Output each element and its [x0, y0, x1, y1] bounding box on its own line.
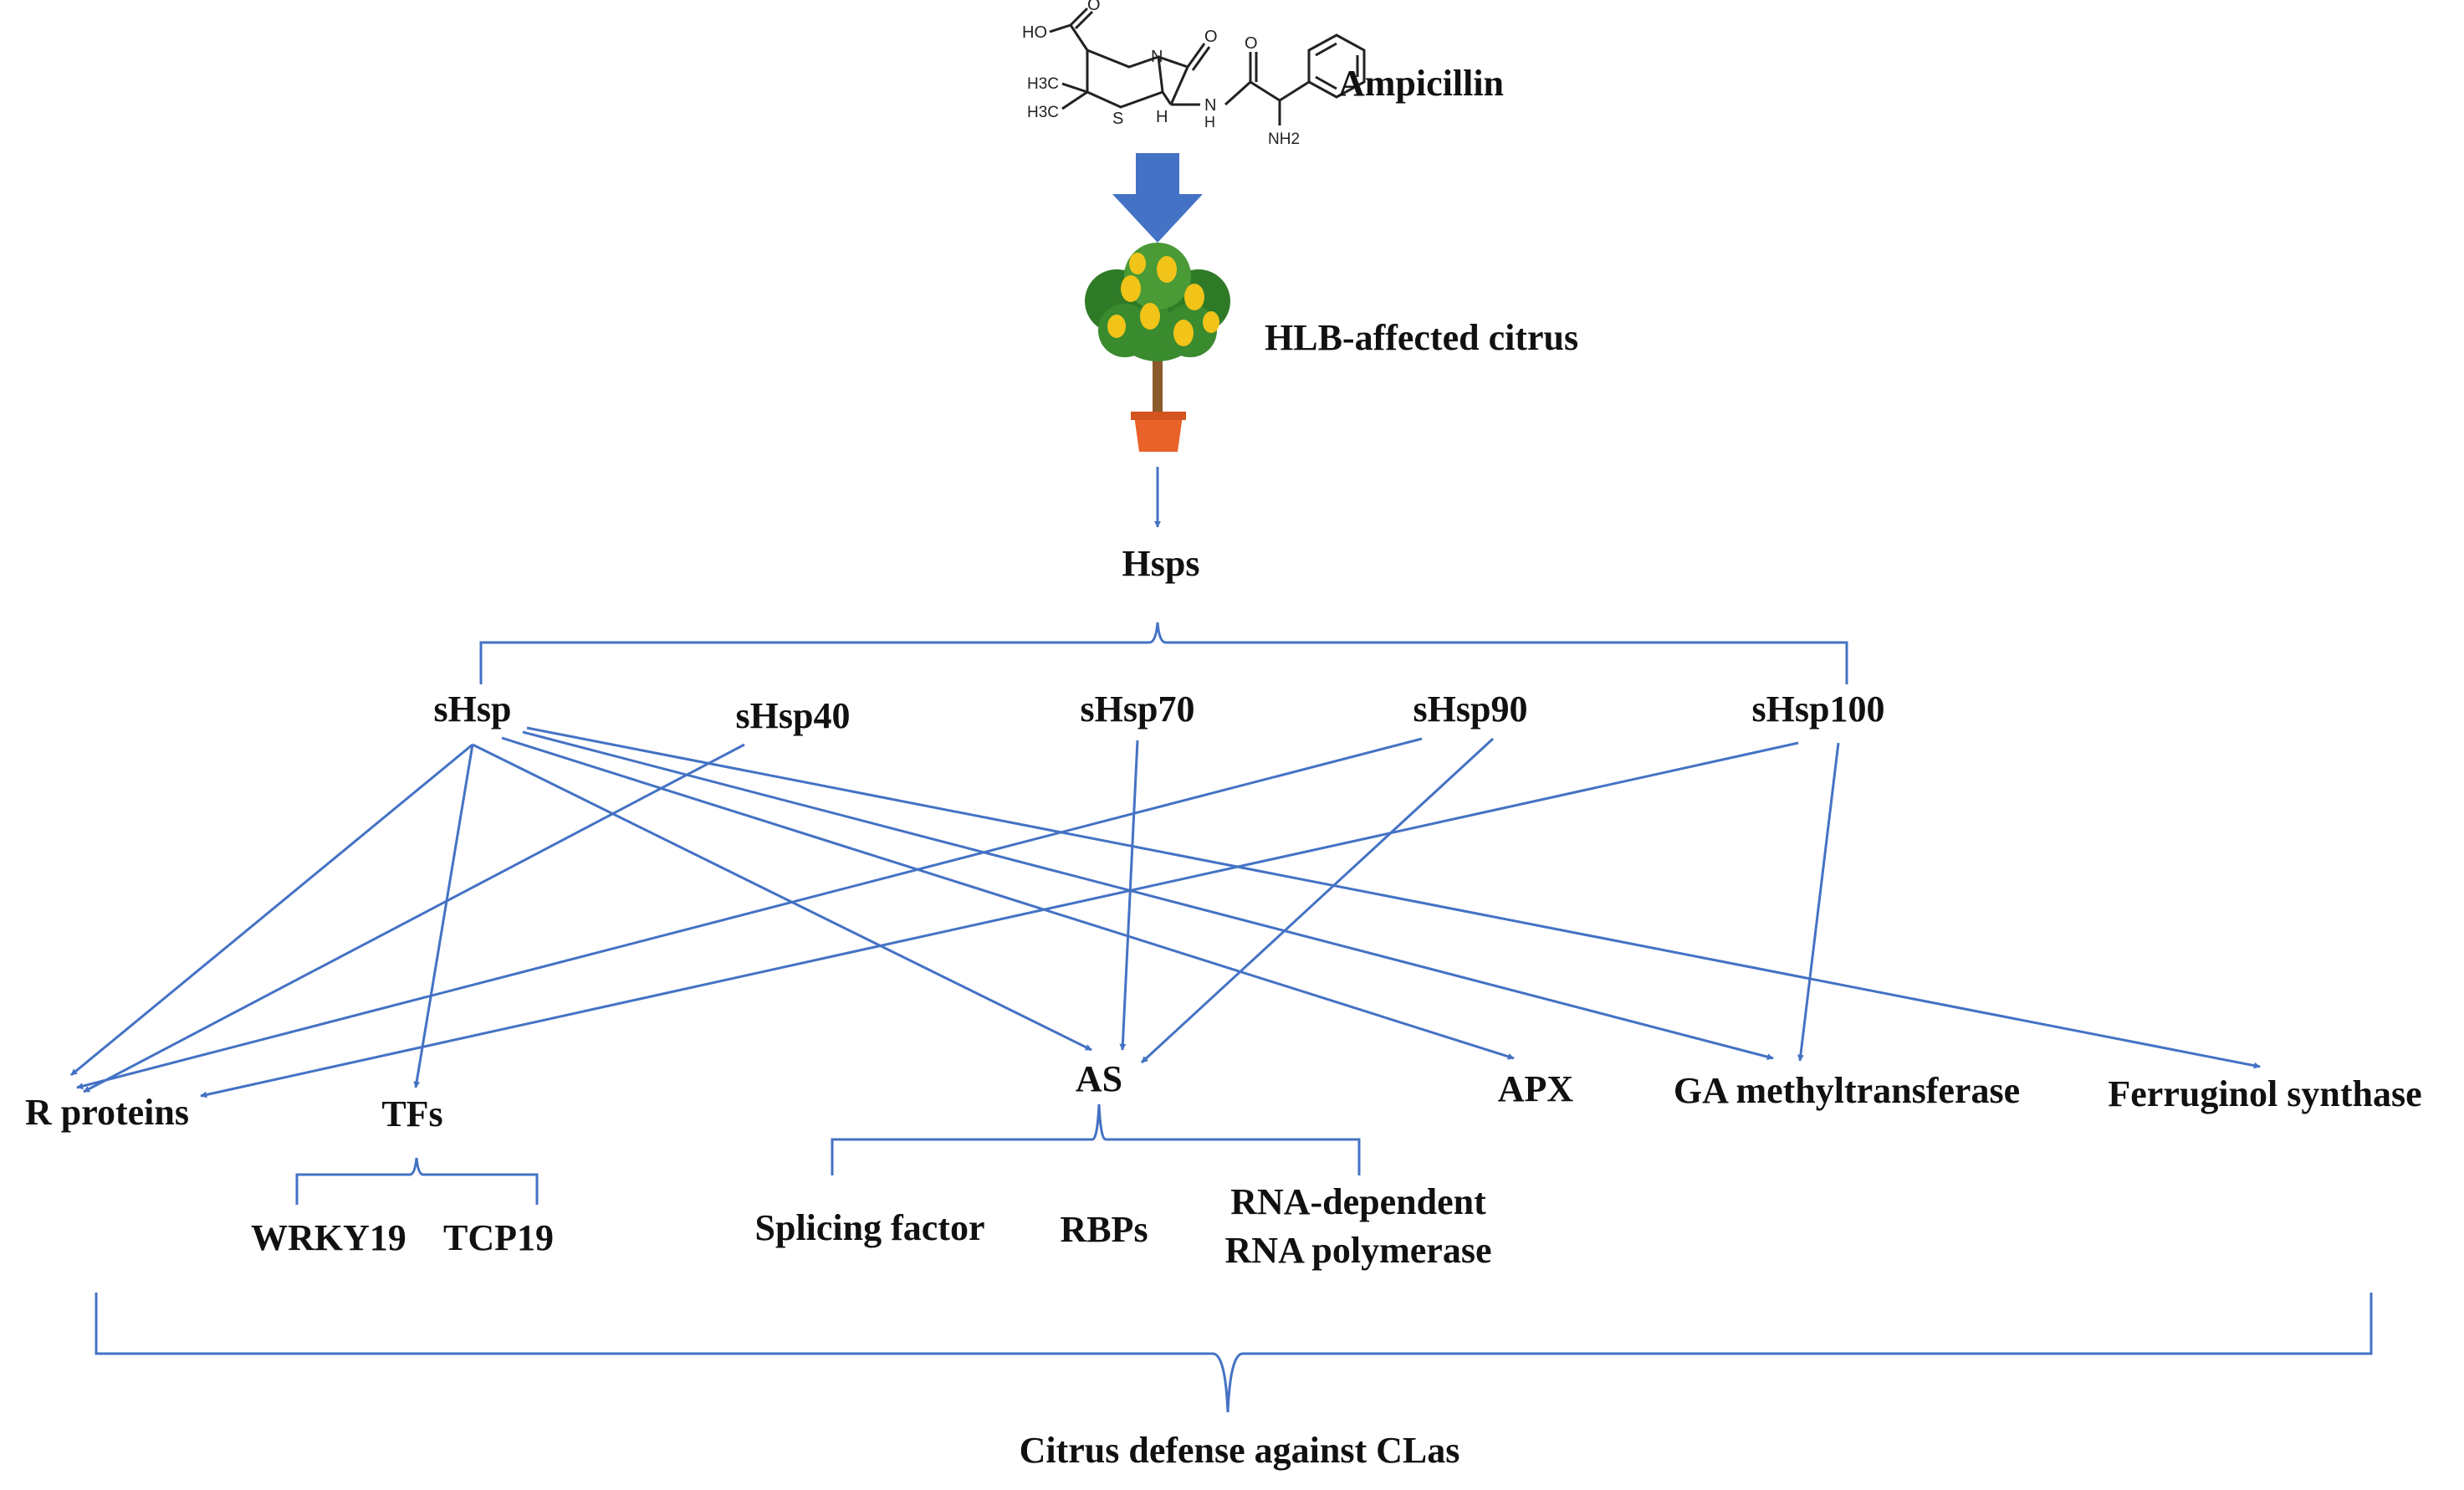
label-splicing-factor: Splicing factor: [754, 1207, 985, 1248]
molecule-h3c-1: H3C: [1027, 75, 1059, 93]
label-shsp90: sHsp90: [1413, 689, 1528, 730]
label-ampicillin: Ampicillin: [1338, 63, 1505, 104]
label-shsp100: sHsp100: [1751, 689, 1885, 730]
molecule-nh2: NH2: [1268, 131, 1300, 148]
label-tcp19: TCP19: [443, 1217, 554, 1258]
label-hsps: Hsps: [1122, 543, 1200, 584]
ampicillin-structure-icon: [1049, 7, 1366, 125]
potted-citrus-tree-icon: [1085, 243, 1230, 452]
molecule-o-amide: O: [1245, 34, 1258, 53]
arrow-shsp-to-as: [472, 743, 1092, 1052]
big-down-arrow: [1112, 153, 1203, 243]
arrow-shsp70-to-as: [1119, 740, 1139, 1051]
label-shsp: sHsp: [433, 689, 512, 730]
label-rbps: RBPs: [1060, 1209, 1148, 1250]
arrow-shsp90-to-as: [1140, 737, 1495, 1064]
molecule-h-amide: H: [1204, 114, 1215, 131]
arrow-shsp90-to-r-proteins: [76, 737, 1423, 1090]
arrow-shsp100-to-ga-methyltransferase: [1797, 742, 1840, 1062]
molecule-ho: HO: [1022, 23, 1047, 42]
label-apx: APX: [1497, 1068, 1574, 1109]
label-citrus-defense: Citrus defense against CLas: [1019, 1430, 1460, 1471]
molecule-s: S: [1112, 110, 1123, 128]
label-r-proteins: R proteins: [25, 1092, 189, 1133]
defense-bracket: [95, 1293, 2373, 1413]
molecule-n-amide: N: [1204, 96, 1216, 115]
molecule-h-ring: H: [1156, 108, 1168, 126]
hsps-bracket: [479, 622, 1848, 684]
label-shsp40: sHsp40: [735, 695, 851, 736]
arrow-shsp40-to-r-proteins: [83, 743, 745, 1093]
label-ferruginol-synthase: Ferruginol synthase: [2108, 1073, 2422, 1114]
label-shsp70: sHsp70: [1080, 689, 1195, 730]
arrow-shsp100-to-r-proteins: [200, 741, 1799, 1098]
molecule-h3c-2: H3C: [1027, 104, 1059, 121]
molecule-o-lactam: O: [1204, 28, 1218, 46]
arrow-shsp-to-ga-methyltransferase: [522, 730, 1774, 1061]
arrow-shsp-to-ferruginol-synthase: [526, 726, 2261, 1069]
arrow-shsp-to-tfs: [413, 744, 474, 1088]
label-rna-polymerase: RNA-dependent RNA polymerase: [1224, 1181, 1492, 1271]
label-tfs: TFs: [381, 1093, 443, 1134]
molecule-n-ring: N: [1151, 48, 1163, 66]
molecule-o-carboxyl: O: [1087, 0, 1101, 14]
arrow-shsp-to-r-proteins: [70, 743, 473, 1077]
arrow-shsp-to-apx: [501, 736, 1515, 1060]
label-hlb-citrus: HLB-affected citrus: [1265, 317, 1579, 358]
as-bracket: [831, 1103, 1361, 1175]
tfs-bracket: [295, 1157, 539, 1205]
label-as: AS: [1075, 1058, 1123, 1099]
label-ga-methyltransferase: GA methyltransferase: [1673, 1070, 2021, 1111]
label-wrky19: WRKY19: [251, 1217, 406, 1258]
